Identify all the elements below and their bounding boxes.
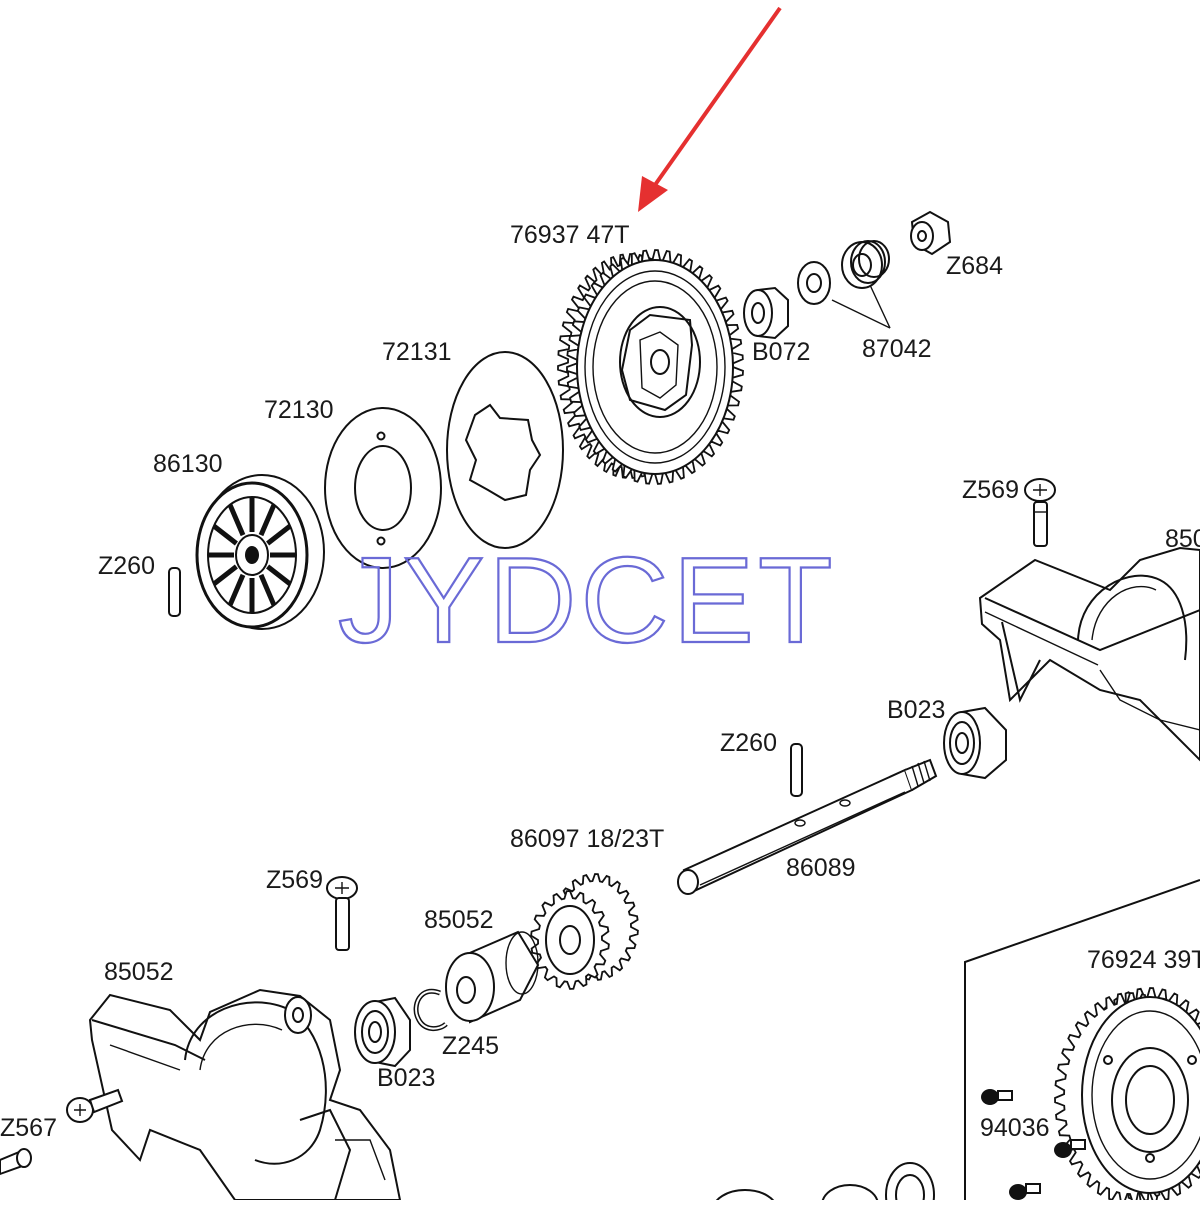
label-bearing-b023-left: B023 xyxy=(377,1064,435,1092)
hub-spokes xyxy=(208,497,296,613)
label-housing-85052-left: 85052 xyxy=(104,958,174,986)
label-shaft-86089: 86089 xyxy=(786,854,856,882)
label-pin-z260-top: Z260 xyxy=(98,552,155,580)
housing-right-part xyxy=(978,546,1200,762)
label-screw-z569-left: Z569 xyxy=(266,866,323,894)
hub-86130-part xyxy=(195,474,325,630)
label-slipper-plate-72131: 72131 xyxy=(382,338,452,366)
gear-76924-part xyxy=(1054,987,1200,1200)
bottom-partial-parts xyxy=(715,1162,935,1200)
screw-z569-right-part xyxy=(1024,478,1056,547)
pin-z260-shaft-part xyxy=(790,743,803,797)
label-slipper-pad-72130: 72130 xyxy=(264,396,334,424)
pointer-arrow xyxy=(638,6,782,212)
spacer-85052-part xyxy=(445,930,540,1024)
housing-left-part xyxy=(88,988,402,1200)
label-spacer-85052: 85052 xyxy=(424,906,494,934)
screw-z567-part xyxy=(0,1088,124,1176)
label-housing-85052-right: 850 xyxy=(1165,525,1200,553)
label-spring-set-87042: 87042 xyxy=(862,335,932,363)
inset-frame xyxy=(964,879,1200,1200)
label-screw-z567: Z567 xyxy=(0,1114,57,1142)
watermark-text: JYDCET xyxy=(338,532,836,668)
label-bearing-b072: B072 xyxy=(752,338,810,366)
label-bearing-b023-right: B023 xyxy=(887,696,945,724)
label-screw-94036: 94036 xyxy=(980,1114,1050,1142)
label-screw-z569-right: Z569 xyxy=(962,476,1019,504)
label-clip-z245: Z245 xyxy=(442,1032,499,1060)
bearing-b072-part xyxy=(743,286,789,340)
bearing-b023-left-part xyxy=(354,996,411,1068)
clip-z245-part xyxy=(413,988,448,1031)
gear-86097-part xyxy=(530,873,639,990)
label-hub-86130: 86130 xyxy=(153,450,223,478)
part-labels: 76937 47T 72131 72130 86130 Z260 B072 87… xyxy=(0,221,1200,1142)
label-gear-86097: 86097 18/23T xyxy=(510,825,664,853)
spur-gear-main-part xyxy=(557,249,744,485)
label-nut-z684: Z684 xyxy=(946,252,1003,280)
label-pin-z260-shaft: Z260 xyxy=(720,729,777,757)
shaft-86089-part xyxy=(677,758,938,895)
slipper-pad-72130-part xyxy=(324,407,442,569)
label-gear-76924: 76924 39T xyxy=(1087,946,1200,974)
spring-set-87042-part xyxy=(797,240,891,329)
nut-z684-part xyxy=(910,210,952,256)
slipper-plate-72131-part xyxy=(446,351,564,549)
bearing-b023-right-part xyxy=(943,706,1007,780)
screw-94036-part xyxy=(981,1089,1086,1200)
pin-z260-top-part xyxy=(168,567,181,617)
screw-z569-left-part xyxy=(326,876,358,951)
label-spur-gear-main: 76937 47T xyxy=(510,221,630,249)
